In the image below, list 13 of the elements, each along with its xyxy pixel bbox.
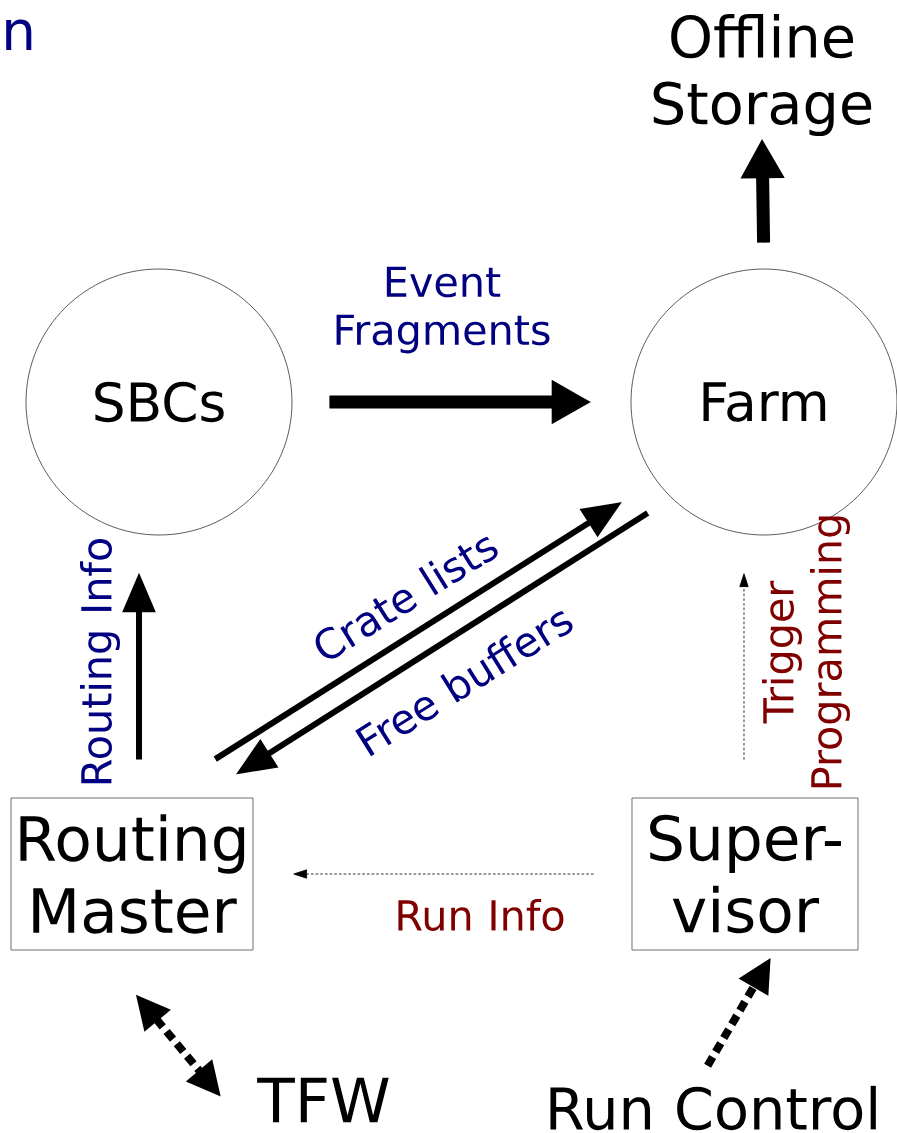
- edge-label: Routing Info: [80, 539, 120, 784]
- process-box: Routing Master: [10, 797, 254, 951]
- arrow: [739, 573, 749, 760]
- endpoint-label: Offline Storage: [653, 13, 872, 137]
- circle-node: SBCs: [25, 268, 293, 536]
- title-fragment: n: [6, 19, 32, 50]
- process-box: Super- visor: [631, 797, 859, 951]
- arrow: [293, 869, 594, 879]
- edge-label: Run Info: [398, 899, 564, 931]
- edge-label: Event Fragments: [336, 266, 550, 354]
- endpoint-label: Run Control: [550, 1085, 876, 1131]
- endpoint-label: TFW: [257, 1077, 389, 1123]
- edge-label: Trigger Programming: [762, 516, 850, 788]
